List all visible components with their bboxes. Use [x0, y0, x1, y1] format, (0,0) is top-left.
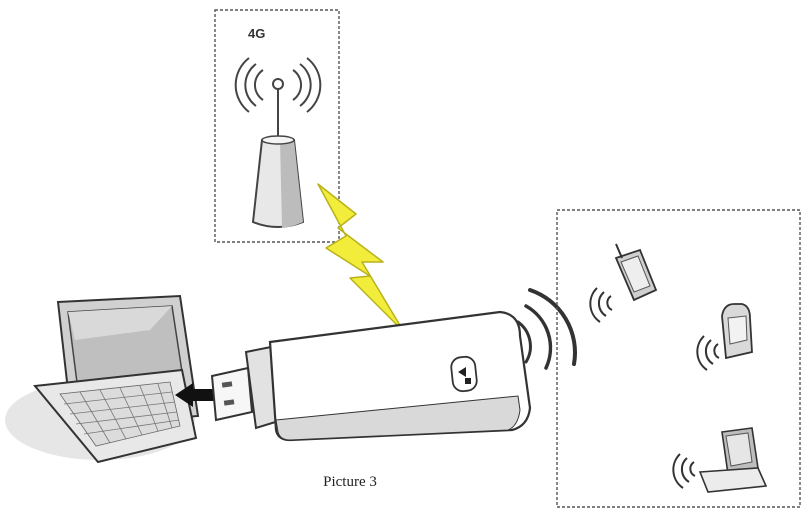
- pda-wifi-icon: [696, 335, 720, 371]
- laptop-wifi-icon: [672, 453, 696, 489]
- usb-modem-icon: [210, 310, 532, 442]
- small-laptop-icon: [698, 427, 768, 493]
- figure-caption: Picture 3: [323, 474, 377, 490]
- wifi-signal-icon: [516, 288, 577, 370]
- cell-tower-icon: [234, 57, 322, 228]
- network-label: 4G: [248, 26, 265, 41]
- phone-wifi-icon: [589, 287, 613, 323]
- tower-panel: 4G: [214, 9, 340, 243]
- pda-icon: [721, 303, 753, 360]
- lightning-icon: [317, 183, 405, 333]
- clients-panel: [556, 209, 801, 508]
- phone-icon: [614, 243, 658, 302]
- arrow-left-icon: [175, 383, 214, 407]
- laptop-icon: [5, 294, 200, 464]
